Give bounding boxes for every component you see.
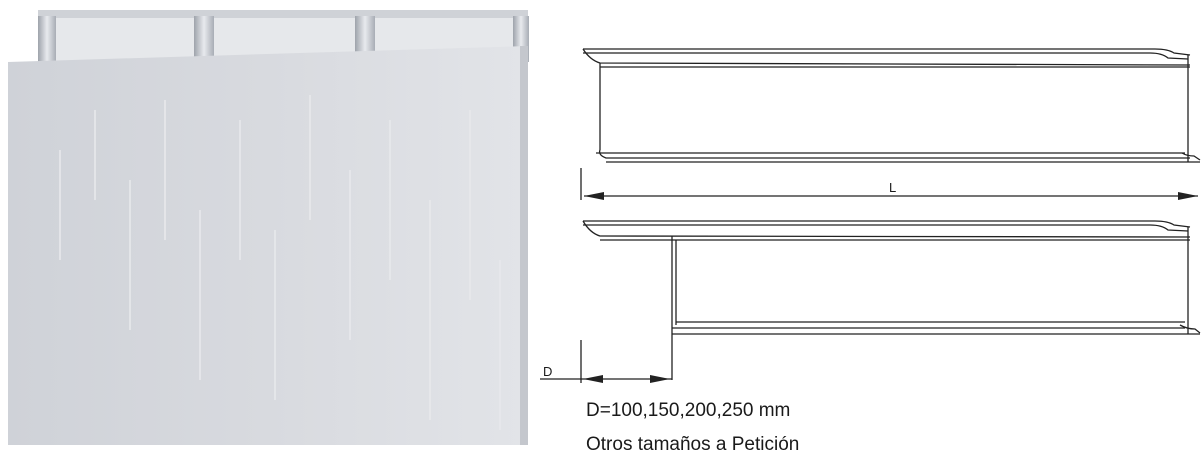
dimension-length-label: L bbox=[889, 180, 897, 195]
technical-drawing bbox=[540, 48, 1201, 383]
trunking-profile-photo bbox=[8, 10, 529, 445]
custom-sizes-note: Otros tamaños a Petición bbox=[586, 434, 800, 455]
dimension-offset-label: D bbox=[543, 364, 553, 379]
available-sizes-text: D=100,150,200,250 mm bbox=[586, 400, 791, 421]
